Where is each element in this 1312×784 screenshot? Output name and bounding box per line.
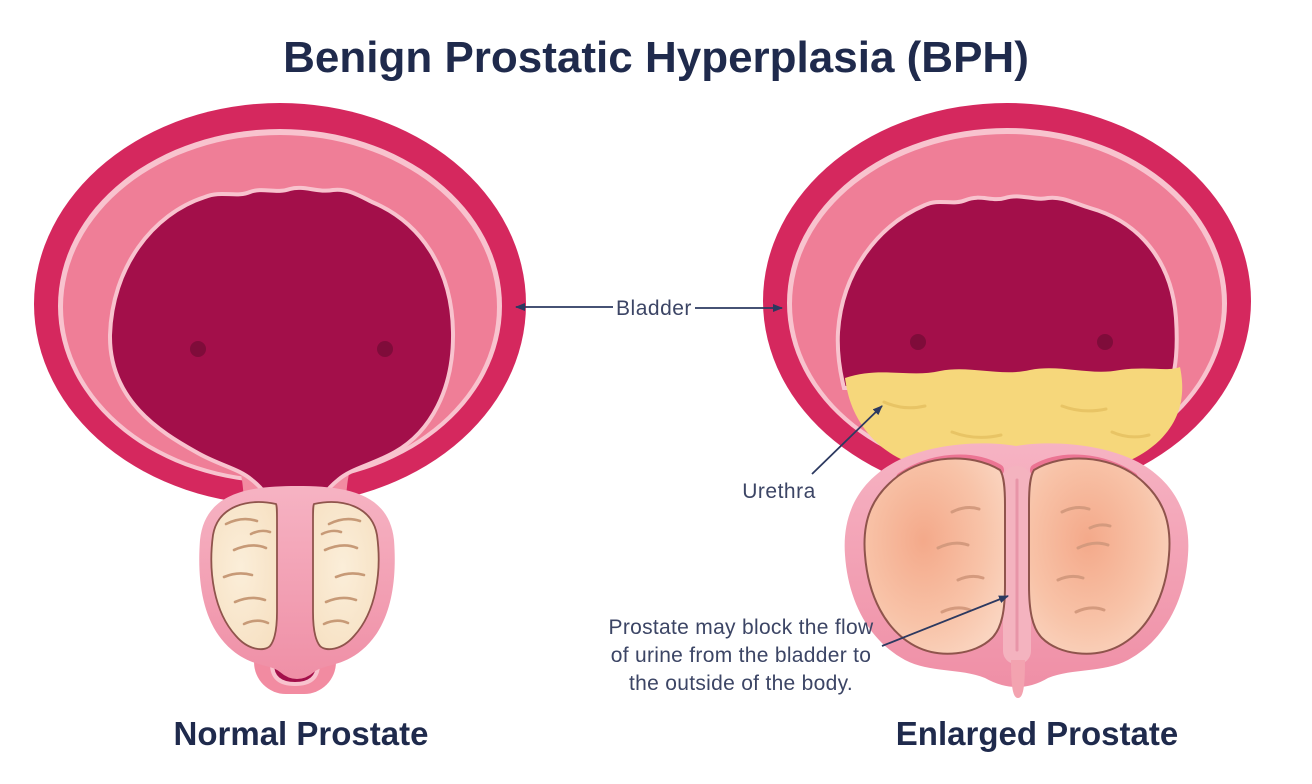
enlarged-prostate-caption: Enlarged Prostate	[896, 715, 1178, 752]
page-title: Benign Prostatic Hyperplasia (BPH)	[283, 33, 1029, 82]
prostate-lobe-right	[312, 501, 380, 651]
urethra-label: Urethra	[742, 480, 816, 503]
lobe-texture-lines	[222, 517, 366, 626]
bladder-label: Bladder	[616, 297, 692, 320]
urine-drip	[1011, 660, 1025, 698]
enlarged-prostate-figure	[763, 103, 1251, 698]
ureter-opening-dot-left	[910, 334, 926, 350]
annotation-line-1: Prostate may block the flow	[609, 616, 874, 639]
annotation-line-3: the outside of the body.	[629, 672, 853, 695]
enlarged-lobe-right	[1028, 457, 1171, 655]
annotation-line-2: of urine from the bladder to	[611, 644, 872, 667]
ureter-opening-dot-right	[1097, 334, 1113, 350]
ureter-opening-dot-right	[377, 341, 393, 357]
normal-prostate-figure	[34, 103, 526, 694]
prostate-lobe-left	[210, 501, 278, 651]
ureter-opening-dot-left	[190, 341, 206, 357]
callouts: Benign Prostatic Hyperplasia (BPH) Bladd…	[174, 33, 1179, 752]
enlarged-lobe-texture-lines	[936, 506, 1112, 614]
bladder-interior	[835, 194, 1179, 390]
urethra-arrow	[811, 405, 883, 475]
bladder-interior	[107, 185, 456, 687]
annotation-arrow	[881, 595, 1009, 647]
normal-prostate-caption: Normal Prostate	[174, 715, 429, 752]
